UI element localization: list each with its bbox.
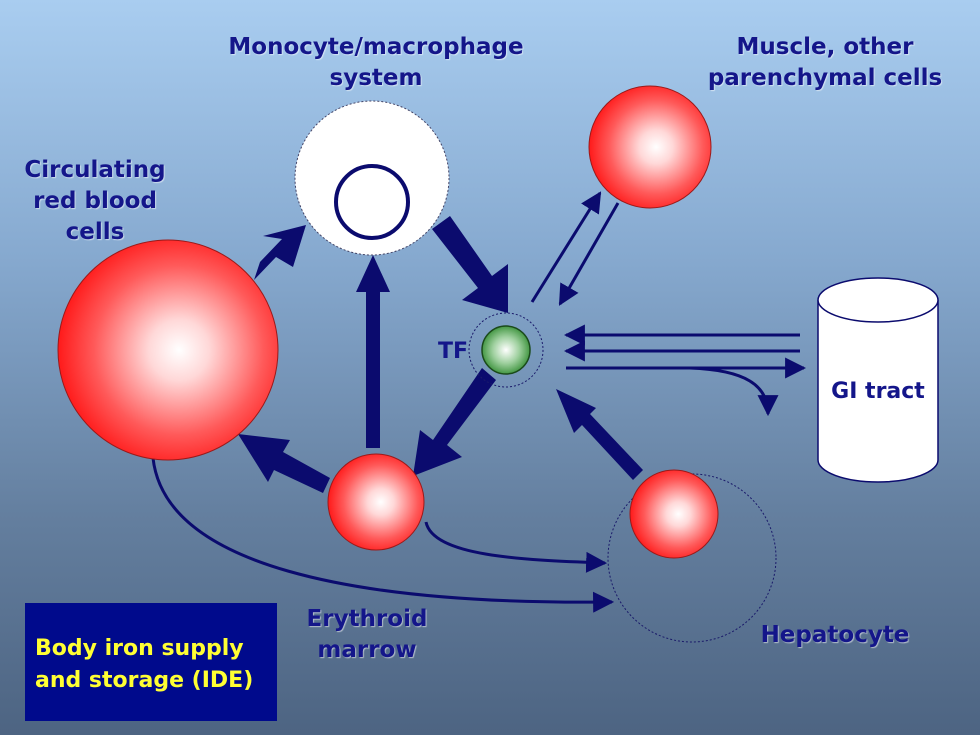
tf-label: TF	[438, 339, 468, 364]
arrow-macrophage-to-tf	[432, 216, 508, 313]
gi-tract-cylinder	[817, 277, 939, 483]
arrow-muscle-to-tf	[558, 202, 620, 306]
arrow-tf-to-marrow	[413, 368, 496, 476]
arrow-gi-loss	[689, 366, 779, 417]
arrow-rbc-to-macrophage	[254, 225, 306, 280]
tf-cell	[481, 325, 531, 375]
gi-tract-label: GI tract	[831, 379, 925, 404]
hepatocyte-cell	[629, 469, 719, 559]
arrow-hepatocyte-to-tf	[556, 389, 643, 480]
legend-text: Body iron supply and storage (IDE)	[35, 636, 254, 693]
hepatocyte-outline	[607, 473, 777, 643]
red-blood-cell	[57, 239, 279, 461]
arrow-marrow-to-rbc	[238, 434, 330, 493]
arrow-marrow-to-hepatocyte	[424, 521, 608, 573]
monocyte-macrophage-label: Monocyte/macrophage system	[228, 34, 524, 91]
muscle-cell	[588, 85, 712, 209]
arrow-tf-to-muscle	[530, 191, 602, 303]
hepatocyte-label: Hepatocyte	[760, 622, 910, 648]
legend-box: Body iron supply and storage (IDE)	[25, 603, 277, 721]
muscle-label: Muscle, other parenchymal cells	[707, 34, 943, 91]
erythroid-marrow-label: Erythroid marrow	[306, 606, 428, 663]
arrow-rbc-to-hepatocyte	[151, 457, 615, 613]
arrow-marrow-to-macrophage	[356, 255, 390, 448]
tf-outer-ring	[468, 312, 544, 388]
rbc-label: Circulating red blood cells	[24, 157, 166, 245]
macrophage-nucleus	[334, 164, 410, 240]
erythroid-marrow-cell	[327, 453, 425, 551]
